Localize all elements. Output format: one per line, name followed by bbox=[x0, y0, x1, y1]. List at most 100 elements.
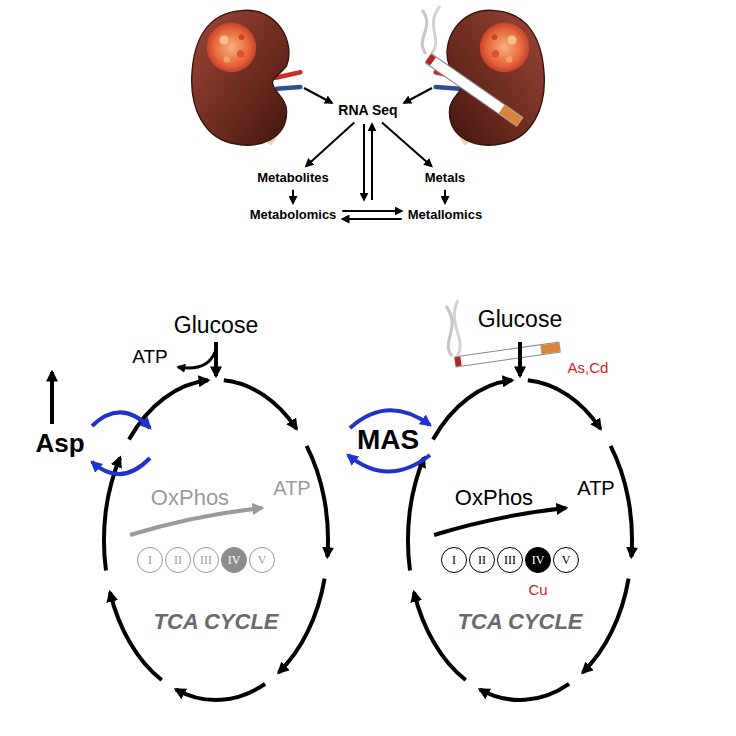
cycle-arc bbox=[224, 380, 297, 429]
flow-arrow bbox=[404, 88, 432, 103]
tumor-spot bbox=[219, 35, 228, 44]
atp-arrow bbox=[178, 352, 215, 368]
cycle-arc bbox=[480, 684, 569, 700]
oxphos-arrow bbox=[434, 508, 566, 535]
tumor-spot bbox=[506, 56, 512, 62]
atp-label: ATP bbox=[577, 476, 614, 500]
cycle-arc bbox=[433, 380, 512, 439]
cycle-arc bbox=[408, 458, 424, 571]
cycle-arc bbox=[528, 380, 601, 429]
complex-circle: V bbox=[553, 547, 579, 573]
cigarette-paper bbox=[428, 58, 520, 122]
complex-numeral: I bbox=[452, 554, 456, 566]
complex-numeral: I bbox=[148, 554, 152, 566]
omics-label: Metabolomics bbox=[250, 207, 337, 223]
kidney-illustration bbox=[192, 10, 301, 145]
glucose-arrow bbox=[214, 342, 218, 376]
smoke bbox=[446, 306, 452, 356]
tumor-spot bbox=[507, 35, 516, 44]
complex-circle: III bbox=[193, 547, 219, 573]
flow-arrow bbox=[371, 124, 373, 200]
complex-numeral: II bbox=[478, 554, 486, 566]
omics-label: Metallomics bbox=[408, 207, 482, 223]
cycle-arc bbox=[611, 446, 632, 557]
atp-label: ATP bbox=[273, 476, 310, 500]
complex-circle: IV bbox=[221, 547, 247, 573]
complex-numeral: V bbox=[258, 554, 267, 566]
cigarette-outline bbox=[455, 347, 560, 362]
tca-cycle-label: TCA CYCLE bbox=[457, 609, 582, 635]
tumor bbox=[207, 23, 257, 73]
flow-arrow bbox=[363, 124, 365, 200]
atp-label: ATP bbox=[132, 346, 168, 369]
smoke bbox=[454, 300, 460, 356]
tumor-spot bbox=[239, 35, 245, 41]
cigarette-outline bbox=[428, 58, 520, 122]
flow-connector bbox=[306, 122, 354, 166]
smoke bbox=[431, 6, 440, 54]
cycle-arc bbox=[176, 684, 265, 700]
metallomics-node: Metallomics bbox=[405, 206, 485, 224]
cigarette-paper bbox=[455, 347, 560, 362]
metabolomics-node: Metabolomics bbox=[247, 206, 340, 224]
glucose-arrow bbox=[518, 342, 522, 376]
cigarette-filter bbox=[541, 347, 560, 350]
tumor-spot bbox=[492, 35, 498, 41]
flow-connector bbox=[444, 190, 446, 203]
cycle-arc bbox=[129, 380, 208, 439]
cycle-arc bbox=[414, 592, 466, 680]
tumor-spot bbox=[237, 50, 244, 57]
renal-vein bbox=[436, 87, 460, 89]
cigarette-ember bbox=[455, 357, 461, 367]
oxphos-label: OxPhos bbox=[455, 485, 533, 511]
cigarette-filter bbox=[502, 109, 520, 122]
complex-circle: I bbox=[137, 547, 163, 573]
tumor bbox=[480, 23, 530, 73]
complex-numeral: IV bbox=[532, 554, 545, 566]
cigarette-illustration bbox=[422, 6, 520, 122]
complex-circle: II bbox=[165, 547, 191, 573]
tca-cycle-arcs bbox=[104, 380, 328, 700]
blue-shuttle-arrow bbox=[92, 412, 150, 428]
flow-arrow bbox=[304, 88, 332, 103]
cycle-arc bbox=[110, 592, 162, 680]
complex-circle: V bbox=[249, 547, 275, 573]
tca-cycle-arcs bbox=[408, 380, 632, 700]
complex-numeral: V bbox=[562, 554, 571, 566]
renal-vein bbox=[276, 87, 300, 89]
cigarette-ember bbox=[428, 58, 433, 62]
mas-shuttle-arrow bbox=[348, 455, 430, 472]
tca-cycle-label: TCA CYCLE bbox=[153, 609, 278, 635]
complex-numeral: IV bbox=[228, 554, 241, 566]
omics-label: Metals bbox=[425, 170, 465, 186]
tumor-spot bbox=[492, 50, 499, 57]
complex-numeral: II bbox=[174, 554, 182, 566]
flow-connector bbox=[292, 190, 294, 203]
metals-node: Metals bbox=[422, 169, 468, 187]
complex-numeral: III bbox=[200, 554, 212, 566]
asp-export-arrow bbox=[50, 372, 54, 424]
complex-circle: II bbox=[469, 547, 495, 573]
flow-connector bbox=[342, 210, 402, 212]
kidney-shape bbox=[192, 10, 289, 145]
complex-numeral: III bbox=[504, 554, 516, 566]
flow-connector bbox=[382, 122, 432, 166]
cycle-arc bbox=[279, 579, 325, 673]
metal-label: Cu bbox=[528, 581, 547, 599]
complex-circle: IV bbox=[525, 547, 551, 573]
tumor-spot bbox=[224, 56, 230, 62]
glucose-label: Glucose bbox=[174, 312, 258, 340]
oxphos-label: OxPhos bbox=[151, 485, 229, 511]
metal-label: As,Cd bbox=[568, 359, 609, 377]
flow-connector bbox=[342, 218, 402, 220]
omics-label: Metabolites bbox=[257, 170, 329, 186]
mas-label: MAS bbox=[357, 423, 419, 457]
smoke bbox=[422, 10, 427, 54]
cycle-arc bbox=[583, 579, 629, 673]
asp-label: Asp bbox=[35, 428, 84, 459]
omics-label: RNA Seq bbox=[338, 102, 397, 119]
glucose-label: Glucose bbox=[478, 306, 562, 334]
complex-circle: III bbox=[497, 547, 523, 573]
